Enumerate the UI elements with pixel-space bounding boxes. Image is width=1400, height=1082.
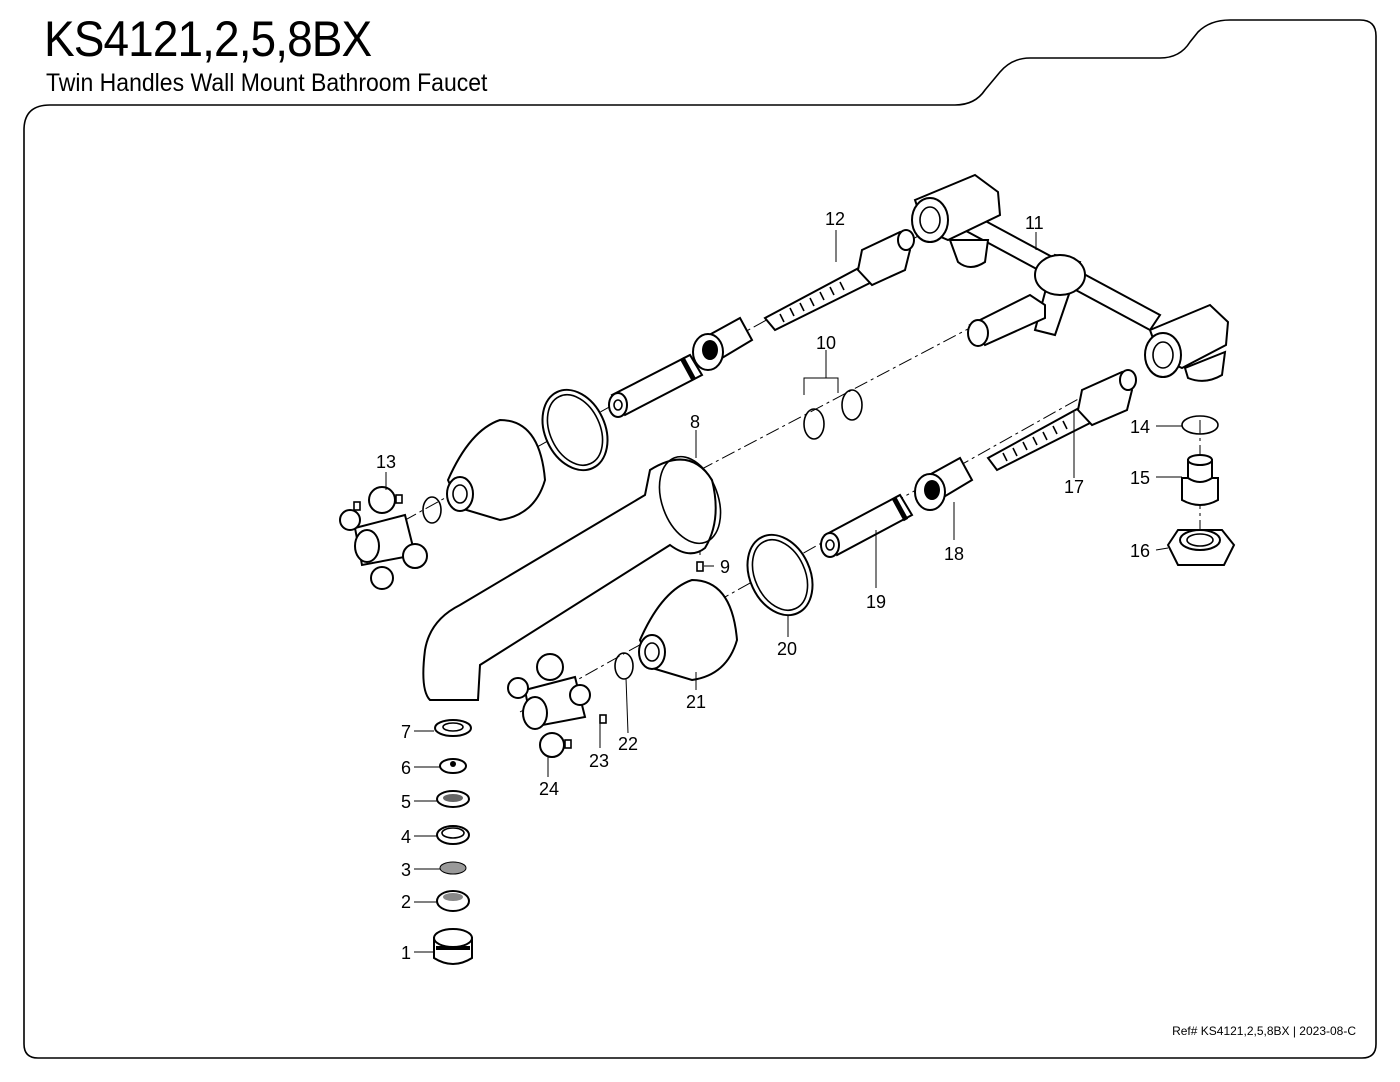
model-number-title: KS4121,2,5,8BX [44,11,372,67]
part-8-spout [422,455,722,701]
callout-15: 15 [1130,468,1150,488]
aerator-stack [433,719,473,965]
part-10-o-rings [803,389,863,440]
part-18-nut [692,316,974,511]
part-22-ring [422,496,634,680]
callout-23: 23 [589,751,609,771]
leader-lines [385,230,1182,953]
callout-3: 3 [401,860,411,880]
part-13-cross-handle [339,486,428,590]
product-description: Twin Handles Wall Mount Bathroom Faucet [46,69,488,97]
callout-8: 8 [690,412,700,432]
part-20-flange [541,388,814,617]
callout-18: 18 [944,544,964,564]
callout-13: 13 [376,452,396,472]
part-14-washer [1181,415,1219,435]
part-15-adapter [1181,454,1219,506]
callout-16: 16 [1130,541,1150,561]
part-11-valve-body [911,173,1230,382]
part-17-cartridge [986,369,1137,472]
callout-14: 14 [1130,417,1150,437]
part-16-nut [1166,529,1236,566]
callout-24: 24 [539,779,559,799]
callout-10: 10 [816,333,836,353]
callout-5: 5 [401,792,411,812]
part-21-bonnet [446,418,739,682]
callout-17: 17 [1064,477,1084,497]
part-24-cross-handle [507,653,607,758]
callout-1: 1 [401,943,411,963]
callout-11: 11 [1025,213,1044,233]
callout-7: 7 [401,722,411,742]
callout-6: 6 [401,758,411,778]
part-19-sleeve [608,353,914,558]
callout-12: 12 [825,209,845,229]
part-12-cartridge [763,229,915,332]
callout-labels: 1 2 3 4 5 6 7 8 9 10 11 12 13 14 15 16 1… [376,209,1150,963]
reference-footer: Ref# KS4121,2,5,8BX | 2023-08-C [1172,1024,1356,1038]
drawing-border [23,19,1377,1059]
callout-19: 19 [866,592,886,612]
callout-4: 4 [401,827,411,847]
part-9-set-screw [696,561,704,572]
callout-21: 21 [686,692,706,712]
callout-9: 9 [720,557,730,577]
callout-2: 2 [401,892,411,912]
callout-22: 22 [618,734,638,754]
callout-20: 20 [777,639,797,659]
